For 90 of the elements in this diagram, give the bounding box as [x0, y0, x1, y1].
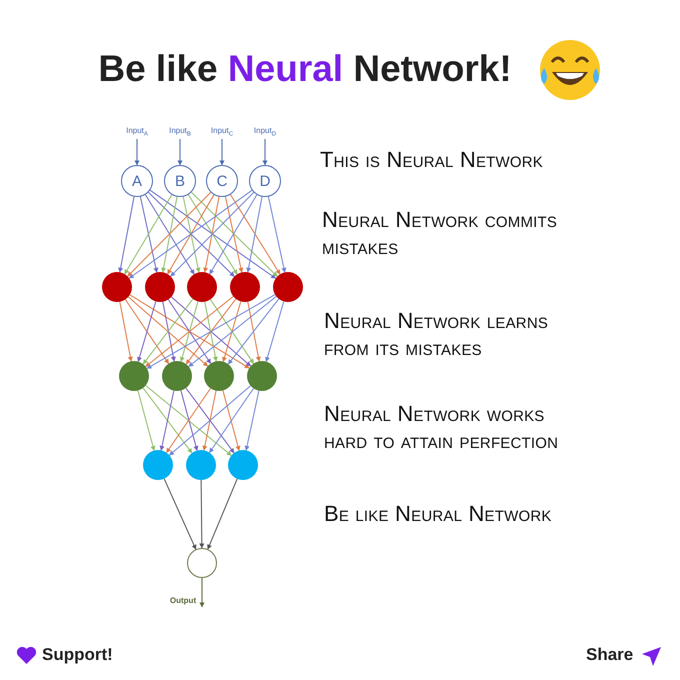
arrow [145, 384, 232, 456]
support-link: Support! [42, 645, 113, 665]
neuron-circle [273, 272, 303, 302]
input-label: Input$_{C}$ [204, 125, 240, 139]
arrow [209, 194, 258, 275]
arrow [124, 298, 170, 364]
arrow [150, 190, 276, 279]
arrow [200, 578, 204, 608]
arrow [137, 390, 156, 452]
neuron-circle [119, 361, 149, 391]
neuron-circle: A [121, 165, 153, 197]
arrow [162, 301, 176, 362]
arrow [265, 300, 284, 362]
arrow [180, 300, 198, 362]
output-label: Output [162, 593, 204, 607]
share-link: Share [586, 645, 634, 665]
title: Be like Neural Network! [97, 48, 513, 90]
neuron-circle [187, 548, 217, 578]
arrow [144, 194, 195, 275]
arrow [145, 296, 234, 368]
neuron-circle [162, 361, 192, 391]
neuron-circle [228, 450, 258, 480]
arrow [188, 194, 238, 275]
arrow [230, 194, 281, 275]
arrow [166, 388, 212, 454]
arrow [128, 190, 252, 279]
arrow [168, 385, 252, 456]
arrow [161, 196, 178, 273]
neuron-circle [204, 361, 234, 391]
arrow [178, 138, 182, 166]
arrow [160, 390, 174, 451]
input-label: Input$_{A}$ [119, 125, 155, 139]
neuron-circle [230, 272, 260, 302]
neuron-circle [145, 272, 175, 302]
arrow [246, 196, 263, 273]
input-label: Input$_{D}$ [247, 125, 283, 139]
neuron-circle [247, 361, 277, 391]
neuron-circle: C [206, 165, 238, 197]
arrow [244, 390, 260, 451]
arrow [210, 298, 254, 364]
neuron-circle [187, 272, 217, 302]
arrow [118, 196, 135, 273]
arrow [164, 478, 196, 550]
caption-text: Neural Network learns from its mistakes [324, 307, 550, 361]
arrow [137, 300, 156, 362]
arrow [148, 192, 235, 277]
arrow [186, 298, 236, 365]
arrow [142, 298, 194, 365]
neuron-circle: D [249, 165, 281, 197]
arrow [208, 388, 254, 454]
caption-text: Neural Network works hard to attain perfection [324, 400, 560, 454]
arrow [170, 192, 254, 277]
arrow [119, 301, 133, 362]
arrow [134, 138, 140, 166]
arrow [204, 301, 218, 362]
caption-text: This is Neural Network [320, 146, 544, 173]
arrow [124, 194, 172, 275]
neuron-circle: B [164, 165, 196, 197]
neuron-circle [102, 272, 132, 302]
arrow [129, 294, 250, 369]
arrow [142, 387, 192, 454]
input-label: Input$_{B}$ [162, 125, 198, 139]
arrow [224, 196, 244, 273]
arrow [182, 196, 200, 273]
caption-text: Neural Network commits mistakes [322, 206, 558, 260]
arrow [220, 138, 224, 166]
arrow [146, 294, 276, 369]
arrow [268, 196, 286, 273]
arrow [128, 296, 208, 367]
arrow [170, 296, 252, 367]
arrow [188, 296, 277, 368]
arrow [127, 192, 212, 277]
arrow [202, 390, 217, 451]
arrow [185, 388, 235, 454]
arrow [167, 194, 214, 275]
arrow [140, 196, 158, 273]
arrow [247, 301, 261, 362]
neuron-circle [143, 450, 173, 480]
arrow [262, 138, 268, 166]
arrow [190, 192, 278, 277]
arrow [228, 298, 280, 365]
neuron-circle [186, 450, 216, 480]
arrow [168, 299, 212, 364]
arrow [222, 300, 242, 362]
caption-text: Be like Neural Network [324, 500, 553, 527]
arrow [180, 390, 198, 452]
arrow [199, 480, 204, 548]
arrow [222, 390, 240, 452]
arrow [207, 478, 238, 550]
arrow [203, 196, 220, 273]
